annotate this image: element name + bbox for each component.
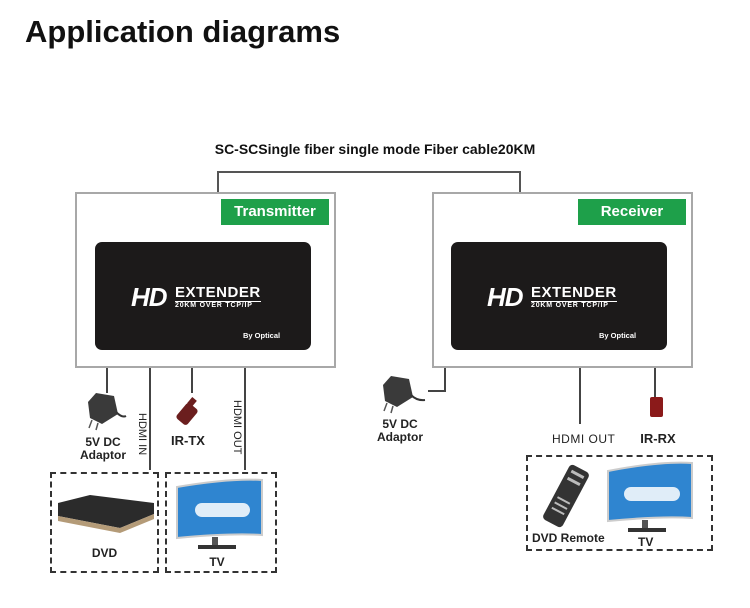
ir-tx-icon bbox=[176, 397, 198, 425]
cable-label: SC-SCSingle fiber single mode Fiber cabl… bbox=[214, 141, 536, 157]
rx-hdmi-out-label: HDMI OUT bbox=[552, 432, 616, 446]
hd-logo: HD bbox=[131, 282, 168, 312]
rx-power-line bbox=[428, 367, 446, 392]
fiber-cable bbox=[217, 171, 521, 192]
receiver-unit: Receiver HD EXTENDER 20KM OVER TCP/IP By… bbox=[432, 192, 693, 368]
hdmi-in-label: HDMI IN bbox=[136, 413, 148, 456]
extender-subtitle: 20KM OVER TCP/IP bbox=[175, 302, 253, 309]
ir-rx-label: IR-RX bbox=[640, 431, 676, 446]
receiver-panel: HD EXTENDER 20KM OVER TCP/IP By Optical bbox=[451, 242, 667, 350]
ir-tx-label: IR-TX bbox=[171, 433, 205, 448]
dvd-remote-label: DVD Remote bbox=[532, 531, 605, 545]
by-optical-label: By Optical bbox=[599, 331, 637, 340]
tv-label: TV bbox=[209, 555, 225, 569]
ir-rx-icon bbox=[650, 397, 663, 417]
tx-adaptor-icon bbox=[88, 393, 127, 431]
transmitter-badge: Transmitter bbox=[221, 199, 329, 225]
by-optical-label: By Optical bbox=[243, 331, 281, 340]
hdmi-out-label: HDMI OUT bbox=[231, 400, 243, 455]
dvd-player-icon bbox=[58, 495, 154, 533]
transmitter-panel: HD EXTENDER 20KM OVER TCP/IP By Optical bbox=[95, 242, 311, 350]
dvd-box: DVD bbox=[50, 472, 159, 573]
hd-logo: HD bbox=[487, 282, 524, 312]
rx-devices-box: DVD Remote TV bbox=[526, 455, 713, 551]
extender-label: EXTENDER bbox=[531, 284, 617, 302]
remote-control-icon bbox=[543, 464, 589, 528]
receiver-badge: Receiver bbox=[578, 199, 686, 225]
page-title: Application diagrams bbox=[25, 14, 341, 49]
dvd-label: DVD bbox=[91, 546, 118, 560]
rx-adaptor-icon bbox=[383, 376, 426, 414]
extender-subtitle: 20KM OVER TCP/IP bbox=[531, 302, 609, 309]
tv-icon bbox=[176, 478, 263, 549]
tx-tv-box: TV bbox=[165, 472, 277, 573]
tv-icon bbox=[607, 461, 693, 532]
extender-label: EXTENDER bbox=[175, 284, 261, 302]
tv-label: TV bbox=[638, 535, 654, 549]
transmitter-unit: Transmitter HD EXTENDER 20KM OVER TCP/IP… bbox=[75, 192, 336, 368]
